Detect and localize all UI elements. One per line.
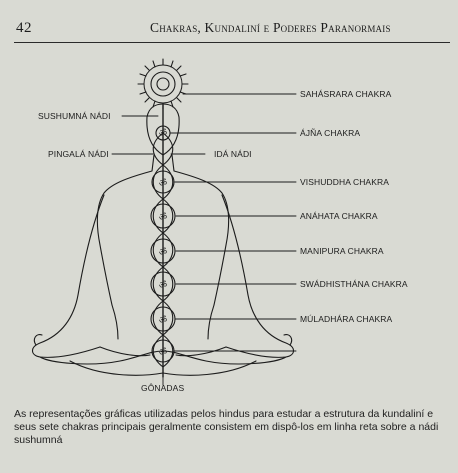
manipura-glyph: ॐ [159,247,167,258]
label-manipura-chakra: Manipura Chakra [300,246,384,256]
label-vishuddha-chakra: Vishuddha Chakra [300,177,389,187]
muladhara-glyph: ॐ [159,315,167,326]
label-sushumna-nadi: Sushumná Nádi [38,111,111,121]
anahata-glyph: ॐ [159,212,167,223]
label-pingala-nadi: Pingalá Nádi [48,149,109,159]
figure-caption: As representações gráficas utilizadas pe… [14,408,439,446]
label-anahata-chakra: Anáhata Chakra [300,211,378,221]
leader-lines [111,93,297,386]
label-swadhisthana-chakra: Swádhisthána Chakra [300,279,408,289]
label-gonadas: Gônadas [141,383,185,393]
chakra-figure: ॐ ॐ ॐ ॐ ॐ ॐ ॐ Sushumná Nádi Pingalá Nádi… [0,55,458,395]
base-glyph: ॐ [159,347,167,358]
label-sahasrara-chakra: Sahásrara Chakra [300,89,392,99]
vishuddha-glyph: ॐ [159,178,167,189]
label-ida-nadi: Idá Nádi [214,149,252,159]
running-title: Chakras, Kundaliní e Poderes Paranormais [150,20,391,35]
meditating-figure-illustration: ॐ ॐ ॐ ॐ ॐ ॐ ॐ [31,58,297,386]
label-ajna-chakra: Ájña Chakra [300,128,361,138]
header-rule [14,42,450,43]
label-muladhara-chakra: Múladhára Chakra [300,314,393,324]
swadhisthana-glyph: ॐ [159,280,167,291]
ajna-glyph: ॐ [159,128,167,139]
sahasrara-rays [137,58,189,110]
page-number: 42 [16,20,32,36]
chakra-circles [150,125,176,363]
